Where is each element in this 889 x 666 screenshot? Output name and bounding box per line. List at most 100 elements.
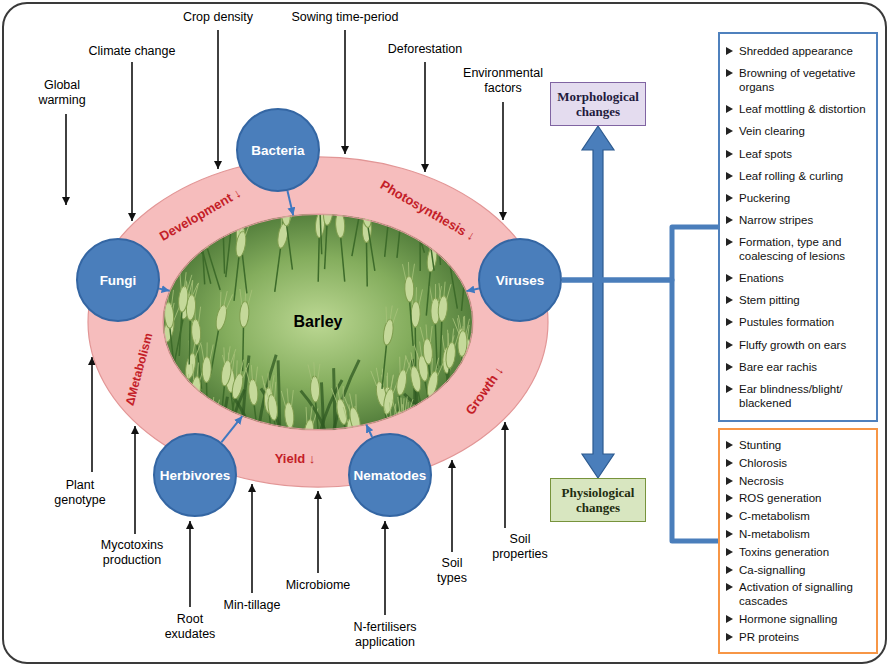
factor-label-holder: Crop density bbox=[168, 10, 268, 25]
barley-ear bbox=[344, 172, 374, 257]
crop-label: Barley bbox=[294, 313, 343, 331]
list-item: Vein clearing bbox=[724, 124, 871, 138]
barley-ear bbox=[174, 338, 201, 423]
barley-leaf bbox=[451, 380, 481, 430]
category-box: Physiological changes bbox=[550, 478, 646, 522]
effect-label: Photosynthesis ↓ bbox=[378, 177, 478, 243]
list-item: Stunting bbox=[724, 438, 871, 452]
barley-ear bbox=[454, 316, 470, 400]
effect-label: Yield ↓ bbox=[275, 451, 316, 466]
barley-ear bbox=[152, 302, 180, 387]
barley-ear bbox=[310, 197, 328, 282]
factor-label: Mycotoxins production bbox=[95, 538, 169, 568]
barley-ear bbox=[439, 225, 461, 310]
ring-label-holder: ΔMetabolism bbox=[120, 331, 157, 408]
ring-band bbox=[88, 157, 548, 487]
pathogen-label: Herbivores bbox=[160, 468, 231, 483]
factor-label: Root exudates bbox=[159, 612, 221, 642]
barley-ear bbox=[187, 201, 215, 286]
outer-frame bbox=[3, 3, 886, 663]
factor-label: Deforestation bbox=[375, 42, 475, 57]
category-label: Morphological changes bbox=[555, 89, 641, 119]
barley-leaf bbox=[169, 402, 182, 430]
barley-ear bbox=[317, 185, 337, 270]
list-item: N-metabolism bbox=[724, 527, 871, 541]
factor-arrow bbox=[217, 30, 219, 169]
factor-label-holder: Global warming bbox=[31, 78, 93, 108]
factor-label-holder: Climate change bbox=[77, 44, 187, 59]
factor-label-holder: Plant genotype bbox=[49, 478, 111, 508]
barley-ear bbox=[177, 171, 206, 256]
barley-ear bbox=[217, 190, 230, 274]
list-item: Necrosis bbox=[724, 474, 871, 488]
factor-label-holder: Environmental factors bbox=[457, 66, 549, 96]
factor-label: Global warming bbox=[31, 78, 93, 108]
pathogen-label: Fungi bbox=[100, 273, 137, 288]
barley-ear bbox=[430, 181, 444, 265]
barley-ear bbox=[453, 324, 476, 409]
barley-ear bbox=[452, 314, 480, 399]
barley-ear bbox=[196, 200, 209, 284]
effect-label: Growth ↓ bbox=[462, 363, 506, 417]
barley-ear bbox=[452, 378, 470, 463]
barley-ear bbox=[418, 187, 438, 272]
barley-ear bbox=[395, 170, 428, 254]
ring-label-holder: Yield ↓ bbox=[275, 449, 316, 467]
factor-label: Environmental factors bbox=[457, 66, 549, 96]
barley-ear bbox=[200, 342, 214, 426]
factor-label: Microbiome bbox=[278, 578, 358, 593]
list-item: Puckering bbox=[724, 191, 871, 205]
barley-leaf bbox=[450, 408, 461, 430]
barley-ear bbox=[333, 198, 349, 282]
factor-arrow bbox=[251, 484, 253, 593]
barley-leaf bbox=[151, 404, 178, 430]
factor-arrow bbox=[504, 422, 506, 528]
barley-ear bbox=[412, 187, 427, 271]
factor-arrow bbox=[189, 521, 191, 607]
barley-leaf bbox=[160, 373, 163, 430]
list-item: Browning of vegetative organs bbox=[724, 66, 871, 94]
factor-arrow bbox=[424, 62, 426, 172]
field-ground bbox=[163, 214, 473, 430]
barley-ear bbox=[402, 262, 417, 346]
list-item: Stem pitting bbox=[724, 293, 871, 307]
list-item: Formation, type and coalescing of lesion… bbox=[724, 235, 871, 263]
factor-arrow bbox=[502, 102, 504, 220]
connector bbox=[562, 227, 718, 280]
list-item: PR proteins bbox=[724, 630, 871, 644]
factor-label-holder: Min-tillage bbox=[212, 598, 292, 613]
barley-ear bbox=[245, 365, 263, 450]
list-item: Toxins generation bbox=[724, 545, 871, 559]
list-item: Activation of signalling cascades bbox=[724, 580, 871, 608]
factor-label-holder: Soil types bbox=[430, 556, 474, 586]
barley-ear bbox=[154, 174, 186, 258]
barley-ear bbox=[295, 405, 318, 490]
factor-arrow bbox=[134, 426, 136, 534]
barley-ear bbox=[314, 170, 326, 254]
list-item: Pustules formation bbox=[724, 315, 871, 329]
factor-label: N-fertilisers application bbox=[343, 620, 427, 650]
list-item: Enations bbox=[724, 271, 871, 285]
factor-arrow bbox=[344, 30, 346, 154]
effect-label: ΔMetabolism bbox=[123, 331, 156, 407]
list-item: Leaf rolling & curling bbox=[724, 169, 871, 183]
pathogen-label: Viruses bbox=[496, 273, 545, 288]
ring-label-holder: Development ↓ bbox=[156, 183, 244, 244]
pathogen-circle: Nematodes bbox=[348, 433, 432, 517]
factor-arrow bbox=[91, 357, 93, 472]
pathogen-circle: Bacteria bbox=[236, 108, 320, 192]
list-item: Narrow stripes bbox=[724, 213, 871, 227]
barley-ear bbox=[426, 173, 446, 258]
factor-arrow bbox=[451, 460, 453, 552]
pathogen-circle: Fungi bbox=[76, 238, 160, 322]
ring-label-holder: Growth ↓ bbox=[461, 362, 508, 418]
barley-leaf bbox=[160, 407, 167, 430]
factor-label: Soil types bbox=[430, 556, 474, 586]
list-item: Hormone signalling bbox=[724, 612, 871, 626]
photo-edge bbox=[164, 215, 473, 430]
pathogen-label: Bacteria bbox=[251, 143, 304, 158]
factor-arrow bbox=[384, 521, 386, 615]
factor-label-holder: Mycotoxins production bbox=[95, 538, 169, 568]
list-item: ROS generation bbox=[724, 491, 871, 505]
barley-ear bbox=[191, 208, 224, 292]
